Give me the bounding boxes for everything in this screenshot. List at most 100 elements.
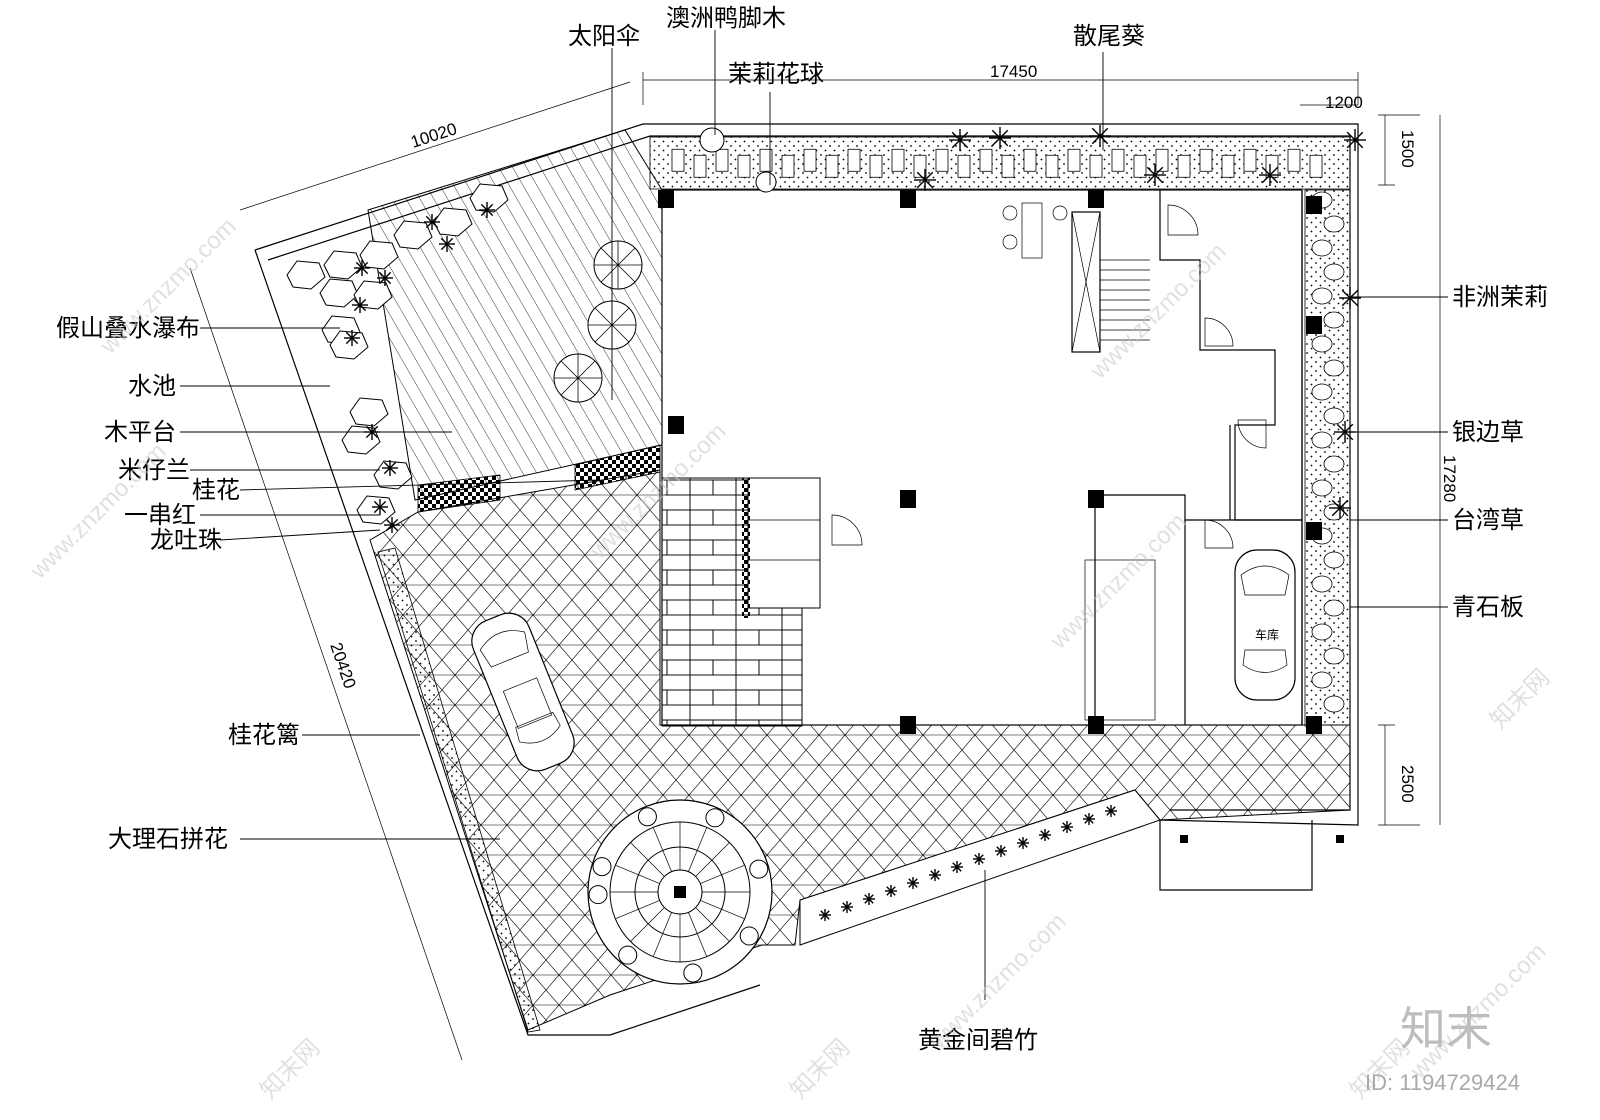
stepping-stones-right [1311, 191, 1345, 713]
stepping-stone [1311, 479, 1333, 497]
stepping-stone [1311, 383, 1333, 401]
dimension-lines [189, 72, 1441, 1061]
stepping-stone [1323, 311, 1345, 329]
dim-right-bottom: 2500 [1398, 765, 1417, 803]
dim-top: 17450 [990, 62, 1037, 81]
stepping-stone [1323, 455, 1345, 473]
rockery-stone [323, 250, 363, 280]
palm-plant [1259, 164, 1281, 186]
bamboo-clump [1105, 805, 1117, 817]
stepping-stone [913, 154, 927, 178]
medallion-ray [652, 912, 672, 957]
palm-plant [1089, 125, 1111, 147]
stepping-stone [957, 154, 971, 178]
stepping-stone [1155, 148, 1169, 172]
bamboo-clump [885, 885, 897, 897]
medallion-ray [615, 900, 660, 920]
stepping-stone [1133, 154, 1147, 178]
bamboo-clump [1083, 813, 1095, 825]
watermark-brand: 知末网 [1485, 664, 1555, 734]
stepping-stone [1067, 148, 1081, 172]
stepping-stone [1323, 695, 1345, 713]
brand-logo: 知末 [1400, 1002, 1492, 1056]
rockery-stone [286, 260, 326, 290]
stepping-stone [891, 148, 905, 172]
stepping-stone [803, 148, 817, 172]
rockery-stone [319, 278, 359, 308]
stepping-stone [1089, 154, 1103, 178]
stepping-stone [1311, 335, 1333, 353]
stepping-stone [1323, 407, 1345, 425]
dim-right-top: 1500 [1398, 130, 1417, 168]
label-longtuzhu: 龙吐珠 [150, 526, 222, 554]
label-yichuanhong: 一串红 [124, 501, 196, 529]
stepping-stone [1323, 359, 1345, 377]
rockery-stone [469, 183, 509, 213]
bamboo-clump [863, 893, 875, 905]
hedge-strip-left [377, 547, 541, 1033]
rockery-stone [356, 495, 396, 525]
dim-left-top: 10020 [408, 119, 459, 152]
medallion-ray [688, 912, 708, 957]
stepping-stone [1323, 599, 1345, 617]
medallion-ray [630, 842, 665, 877]
palm-plant [1144, 164, 1166, 186]
stepping-stone [1001, 154, 1015, 178]
stepping-stone [1323, 215, 1345, 233]
stepping-stone [1311, 239, 1333, 257]
medallion-ray [652, 827, 672, 872]
rockery-stone [349, 397, 389, 427]
stepping-stone [1243, 148, 1257, 172]
bamboo-clump [841, 901, 853, 913]
medallion-ray [695, 842, 730, 877]
label-shuichi: 水池 [128, 372, 176, 400]
stepping-stone [737, 154, 751, 178]
label-taiwancao: 台湾草 [1452, 506, 1524, 534]
stepping-stone [869, 154, 883, 178]
medallion-ray [700, 900, 745, 920]
shrub-plant [372, 499, 388, 515]
medallion-flower [588, 885, 608, 905]
stepping-stone [715, 148, 729, 172]
bamboo-clump [929, 869, 941, 881]
stepping-stone [825, 154, 839, 178]
garage-label: 车库 [1255, 627, 1279, 642]
label-yinbiancao: 银边草 [1452, 418, 1524, 446]
shrub-plant [384, 517, 400, 533]
label-guihuali: 桂花篱 [228, 721, 300, 749]
palm-plant [1344, 129, 1366, 151]
rockery-stone [433, 207, 473, 237]
label-jiashan: 假山叠水瀑布 [56, 314, 200, 342]
label-qingshiban: 青石板 [1452, 593, 1524, 621]
palm-plant [989, 127, 1011, 149]
medallion-ray [688, 827, 708, 872]
bamboo-clump [995, 845, 1007, 857]
stepping-stone [1287, 148, 1301, 172]
label-taiyangsan: 太阳伞 [568, 22, 640, 50]
stepping-stone [693, 154, 707, 178]
bamboo-clump [907, 877, 919, 889]
stepping-stone [1111, 148, 1125, 172]
shrub-plant [382, 460, 398, 476]
shrub-plant [377, 270, 393, 286]
marble-medallion [587, 799, 773, 985]
medallion-flower [592, 857, 612, 877]
house [658, 189, 1344, 843]
medallion-flower [705, 808, 725, 828]
shrub-plant [479, 202, 495, 218]
medallion-ray [695, 907, 730, 942]
shrub-plant [352, 297, 368, 313]
label-mizailan: 米仔兰 [118, 456, 190, 484]
medallion-flower [683, 963, 703, 983]
stepping-stone [1323, 551, 1345, 569]
stepping-stone [979, 148, 993, 172]
label-sanweikui: 散尾葵 [1073, 22, 1145, 50]
bamboo-clump [973, 853, 985, 865]
medallion-ray [615, 864, 660, 884]
id-label: ID: 1194729424 [1365, 1070, 1520, 1095]
stepping-stone [759, 148, 773, 172]
rockery-stone [359, 240, 399, 270]
stepping-stones-top [671, 148, 1323, 178]
leader-lines [180, 30, 1448, 1000]
stepping-stone [671, 148, 685, 172]
